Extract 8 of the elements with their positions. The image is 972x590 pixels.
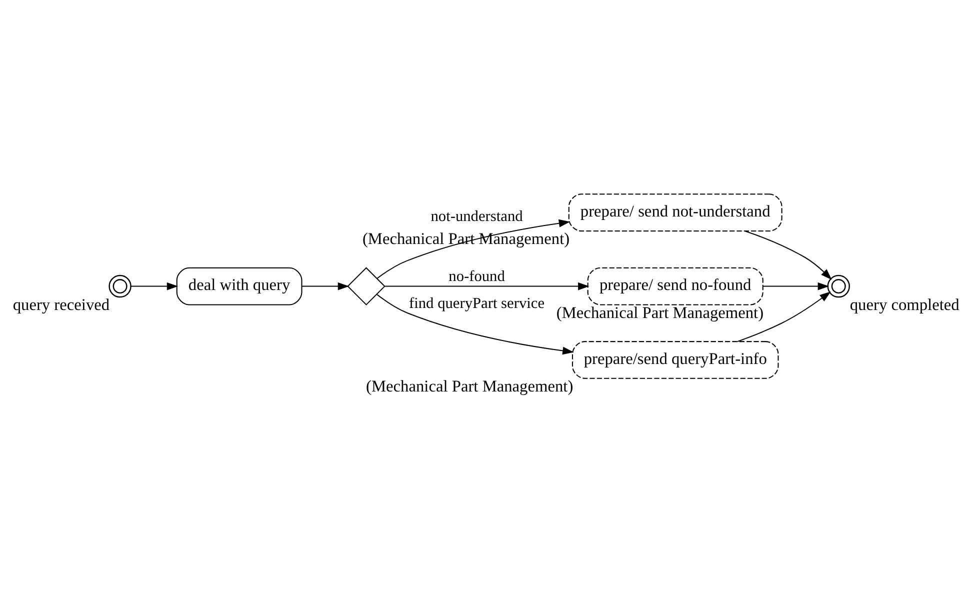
node-label: (Mechanical Part Management) [556, 302, 764, 322]
edge-label: no-found [448, 268, 504, 285]
edge-label: find queryPart service [408, 294, 544, 312]
node-label: query completed [849, 294, 959, 314]
edge-label: not-understand [430, 207, 522, 224]
node-label: (Mechanical Part Management) [366, 376, 573, 396]
node-label: (Mechanical Part Management) [362, 228, 570, 248]
node-label: query received [12, 294, 110, 314]
